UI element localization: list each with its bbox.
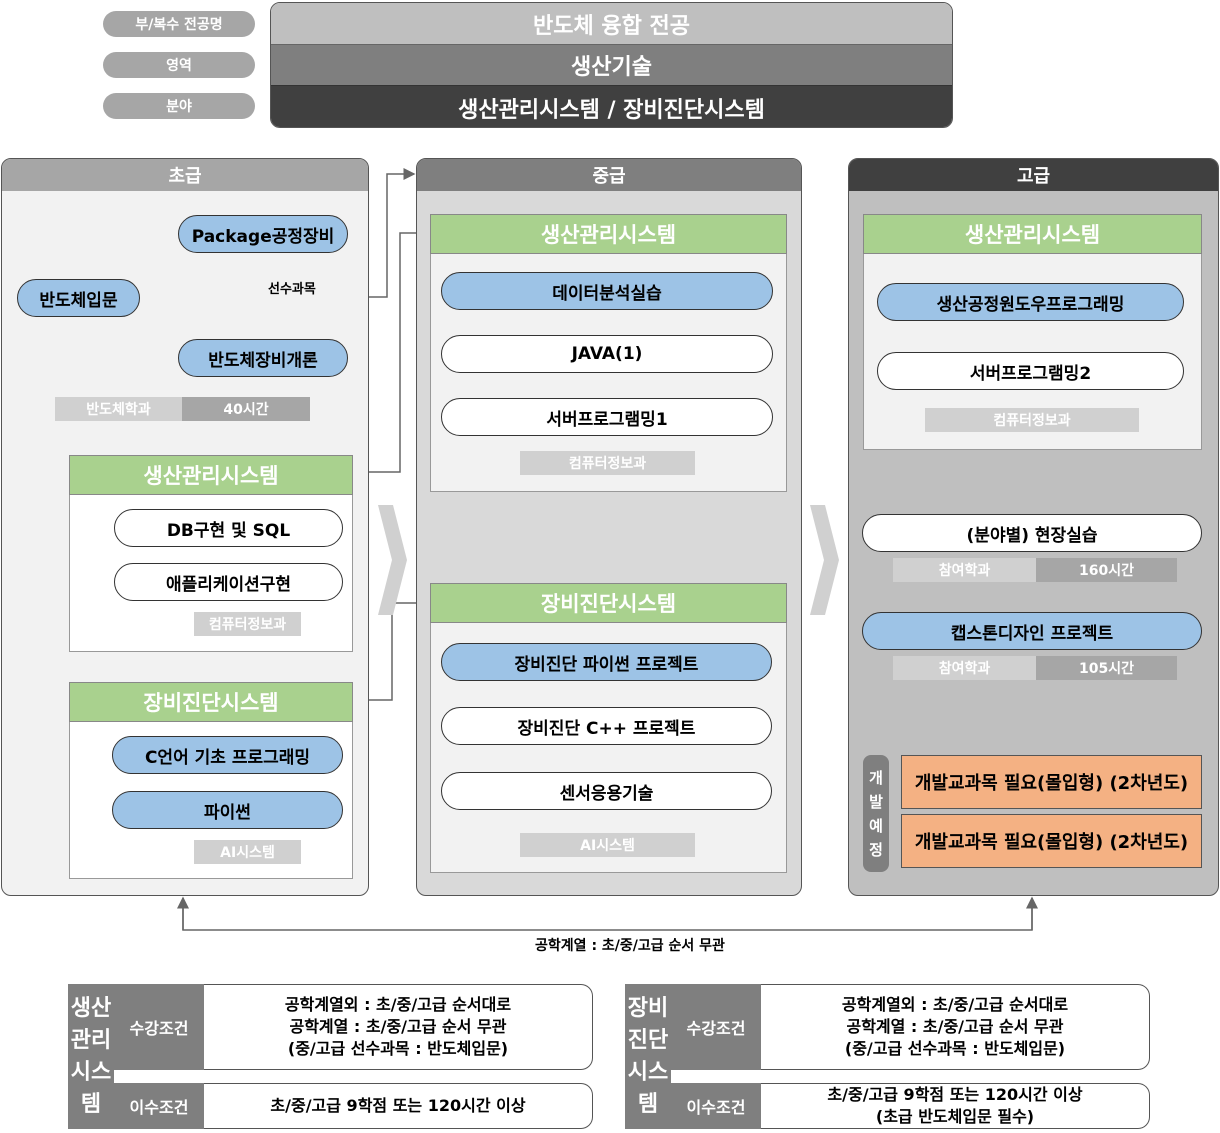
course-equipment-intro: 반도체장비개론	[178, 339, 348, 377]
course-capstone: 캡스톤디자인 프로젝트	[862, 612, 1202, 650]
course-production-window-prog: 생산공정원도우프로그래밍	[877, 283, 1184, 321]
beginner-hours-tag: 40시간	[182, 397, 310, 421]
beginner-title: 초급	[2, 159, 368, 191]
table1-enroll-text: 공학계열외 : 초/중/고급 순서대로 공학계열 : 초/중/고급 순서 무관 …	[204, 984, 593, 1070]
intermediate-title: 중급	[417, 159, 801, 191]
header-label-field: 분야	[103, 93, 255, 119]
course-app-impl: 애플리케이션구현	[114, 563, 343, 601]
practice-hours-tag: 160시간	[1036, 558, 1177, 582]
table1-side-label: 생산 관리 시스 템	[68, 984, 114, 1129]
table2-enroll-text: 공학계열외 : 초/중/고급 순서대로 공학계열 : 초/중/고급 순서 무관 …	[761, 984, 1150, 1070]
planned-course-2: 개발교과목 필요(몰입형) (2차년도)	[901, 814, 1202, 868]
course-eds-python-project: 장비진단 파이썬 프로젝트	[441, 643, 772, 681]
course-sensor-tech: 센서응용기술	[441, 772, 772, 810]
table2-complete-text: 초/중/고급 9학점 또는 120시간 이상 (초급 반도체입문 필수)	[761, 1083, 1150, 1129]
course-package-equipment: Package공정장비	[178, 215, 348, 253]
course-java1: JAVA(1)	[441, 335, 773, 373]
course-field-practice: (분야별) 현장실습	[862, 514, 1202, 552]
table2-complete-label: 이수조건	[671, 1083, 761, 1129]
chevron-arrow-1	[378, 505, 407, 615]
course-server-prog1: 서버프로그램밍1	[441, 398, 773, 436]
advanced-pms-title: 생산관리시스템	[863, 214, 1202, 254]
beginner-pms-dept: 컴퓨터정보과	[194, 612, 301, 636]
header-label-area: 영역	[103, 52, 255, 78]
course-c-basic: C언어 기초 프로그래밍	[112, 736, 343, 774]
header-box: 반도체 융합 전공 생산기술 생산관리시스템 / 장비진단시스템	[270, 2, 953, 128]
course-server-prog2: 서버프로그램밍2	[877, 352, 1184, 390]
header-area: 생산기술	[271, 44, 952, 85]
capstone-hours-tag: 105시간	[1036, 656, 1177, 680]
intermediate-pms-title: 생산관리시스템	[430, 214, 787, 254]
table1-complete-label: 이수조건	[114, 1083, 204, 1129]
table2-enroll-label: 수강조건	[671, 984, 761, 1070]
beginner-dept-tag: 반도체학과	[55, 397, 182, 421]
advanced-pms-dept: 컴퓨터정보과	[925, 408, 1139, 432]
order-note: 공학계열 : 초/중/고급 순서 무관	[535, 938, 725, 954]
course-data-analysis: 데이터분석실습	[441, 272, 773, 310]
beginner-eds-dept: AI시스템	[194, 840, 301, 864]
header-label-major: 부/복수 전공명	[103, 11, 255, 37]
beginner-pms-title: 생산관리시스템	[69, 455, 353, 495]
course-eds-cpp-project: 장비진단 C++ 프로젝트	[441, 707, 772, 745]
prereq-label: 선수과목	[268, 282, 316, 297]
intermediate-eds-dept: AI시스템	[520, 833, 695, 857]
course-semiconductor-intro: 반도체입문	[17, 279, 140, 317]
beginner-eds-title: 장비진단시스템	[69, 682, 353, 722]
intermediate-eds-title: 장비진단시스템	[430, 583, 787, 623]
intermediate-pms-dept: 컴퓨터정보과	[520, 451, 695, 475]
table1-complete-text: 초/중/고급 9학점 또는 120시간 이상	[204, 1083, 593, 1129]
table2-side-label: 장비 진단 시스 템	[625, 984, 671, 1129]
practice-dept-tag: 참여학과	[893, 558, 1036, 582]
course-python: 파이썬	[112, 791, 343, 829]
planned-label: 개 발 예 정	[863, 755, 889, 872]
chevron-arrow-2	[810, 505, 839, 615]
planned-course-1: 개발교과목 필요(몰입형) (2차년도)	[901, 755, 1202, 809]
advanced-title: 고급	[849, 159, 1218, 191]
capstone-dept-tag: 참여학과	[893, 656, 1036, 680]
course-db-sql: DB구현 및 SQL	[114, 509, 343, 547]
header-field: 생산관리시스템 / 장비진단시스템	[271, 85, 952, 127]
table1-enroll-label: 수강조건	[114, 984, 204, 1070]
header-major: 반도체 융합 전공	[271, 3, 952, 44]
